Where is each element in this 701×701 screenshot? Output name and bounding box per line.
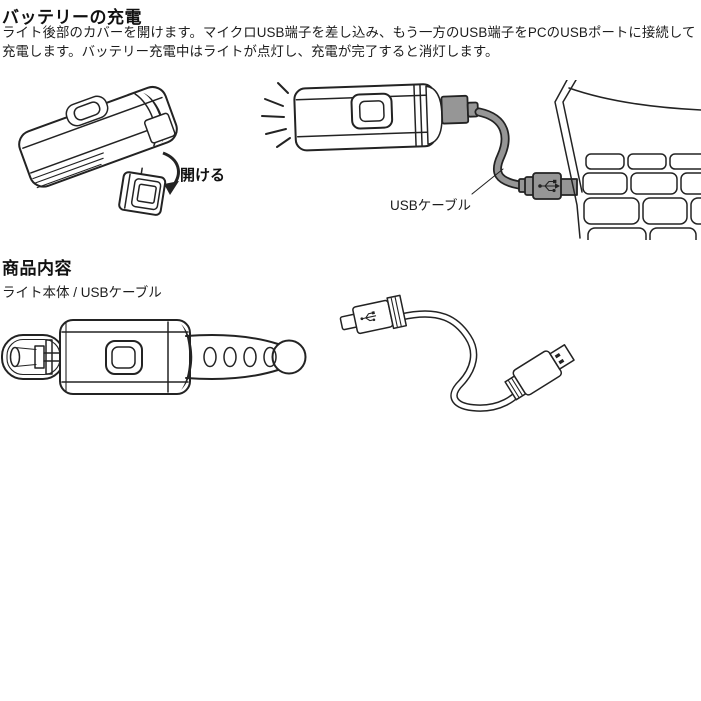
usb-port-opening [144, 112, 176, 144]
section-title-battery-charging: バッテリーの充電 [2, 8, 142, 27]
micro-usb-plug [440, 94, 470, 125]
micro-usb-connector [339, 294, 408, 335]
usb-cable-figure [339, 294, 575, 412]
light-rays-icon [261, 82, 291, 148]
cable-cord [397, 310, 526, 412]
light-open-cover-figure [18, 85, 180, 216]
rubber-strap [185, 334, 307, 380]
usb-icon [538, 179, 560, 193]
light-charging-figure [261, 80, 701, 240]
light-body [18, 85, 178, 189]
cable-callout-line [471, 168, 504, 195]
front-bracket [1, 334, 65, 380]
laptop [554, 80, 701, 240]
light-body [293, 83, 479, 152]
usb-cable-label: USBケーブル [390, 198, 471, 213]
rubber-cover-flap [118, 167, 167, 216]
light-body [59, 319, 193, 395]
usb-a-plug [518, 172, 578, 200]
section-title-product-contents: 商品内容 [2, 259, 72, 278]
contents-list-text: ライト本体 / USBケーブル [2, 285, 162, 300]
light-with-strap-figure [1, 319, 307, 395]
open-arrow-icon [162, 151, 180, 195]
charging-instructions-text: ライト後部のカバーを開けます。マイクロUSB端子を差し込み、もう一方のUSB端子… [2, 25, 696, 59]
laptop-keyboard [582, 153, 701, 240]
usb-cable [474, 107, 524, 190]
open-label: 開ける [180, 167, 226, 184]
usb-a-connector [504, 344, 575, 401]
usb-icon [360, 311, 377, 322]
